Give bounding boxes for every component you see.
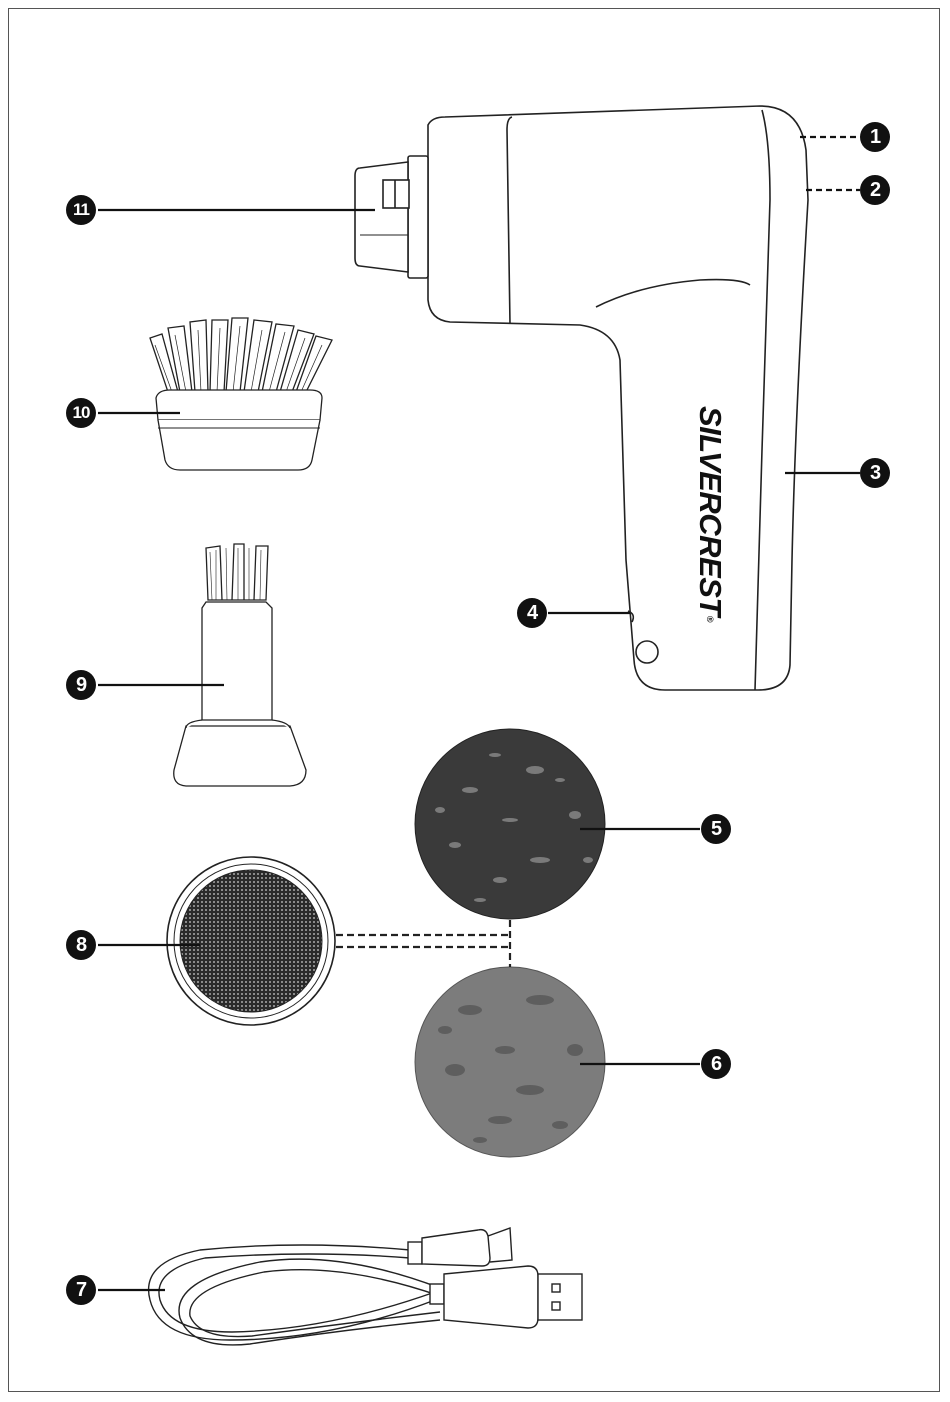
brand-logo: SILVERCREST® [692, 404, 728, 624]
callout-3: 3 [860, 458, 890, 488]
usb-cable [149, 1228, 582, 1345]
pointed-brush [174, 544, 306, 786]
callout-11: 11 [66, 195, 96, 225]
pad-connectors [336, 920, 510, 967]
mesh-pad [167, 857, 335, 1025]
leader-lines-dashed [800, 137, 860, 190]
device-body [428, 106, 808, 690]
callout-1: 1 [860, 122, 890, 152]
callout-2: 2 [860, 175, 890, 205]
callout-9: 9 [66, 670, 96, 700]
callout-10: 10 [66, 398, 96, 428]
polishing-pad-dark [415, 729, 605, 919]
brand-name: SILVERCREST [693, 406, 728, 616]
callout-5: 5 [701, 814, 731, 844]
polishing-pad-grey [415, 967, 605, 1157]
round-brush [150, 318, 332, 470]
callout-8: 8 [66, 930, 96, 960]
callout-6: 6 [701, 1049, 731, 1079]
callout-7: 7 [66, 1275, 96, 1305]
brush-holder [355, 156, 428, 278]
callout-4: 4 [517, 598, 547, 628]
registered-mark: ® [705, 616, 715, 622]
